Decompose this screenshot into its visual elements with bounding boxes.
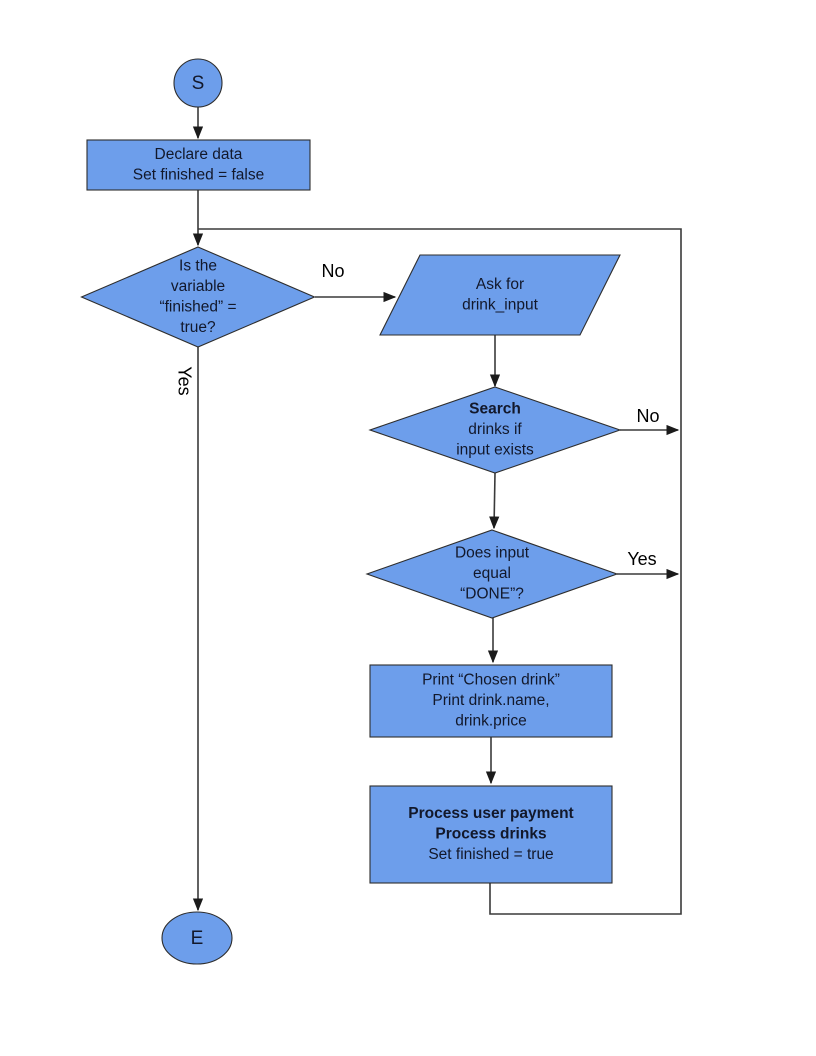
shape-rect-process-payment <box>369 785 613 884</box>
edge-label-label-no-finished: No <box>321 261 344 281</box>
node-text-process-payment-line-3: Set finished = true <box>428 846 553 863</box>
edge-label-label-yes-finished: Yes <box>174 366 194 395</box>
edge-payment-loopback <box>198 228 682 915</box>
node-text-check-done-line-3: “DONE”? <box>460 586 524 603</box>
edge-search-to-done <box>489 472 500 530</box>
node-text-process-payment-line-1: Process user payment <box>408 805 573 822</box>
node-text-process-payment-line-2: Process drinks <box>435 826 546 843</box>
node-ask-input[interactable]: Ask for drink_input <box>379 254 621 336</box>
node-label-end: E <box>191 928 204 949</box>
edge-label-label-yes-done: Yes <box>627 549 656 569</box>
node-end[interactable]: E <box>161 911 233 965</box>
node-text-ask-input-line-1: Ask for <box>476 276 524 293</box>
node-text-declare-line-1: Declare data <box>155 146 243 163</box>
shape-diamond-search-drinks <box>368 386 622 474</box>
node-text-check-finished-line-2: variable <box>171 278 225 295</box>
node-text-search-drinks-line-3: input exists <box>456 442 534 459</box>
edge-label-label-no-search: No <box>636 406 659 426</box>
node-text-search-drinks-line-2: drinks if <box>468 421 522 438</box>
node-text-check-finished-line-4: true? <box>180 319 216 336</box>
node-check-done[interactable]: Does input equal “DONE”? <box>365 529 619 619</box>
shape-rect-print-drink <box>369 664 613 738</box>
node-text-print-drink-line-3: drink.price <box>455 713 527 730</box>
node-text-search-drinks-line-1: Search <box>469 401 521 418</box>
node-text-print-drink-line-1: Print “Chosen drink” <box>422 672 560 689</box>
node-text-print-drink-line-2: Print drink.name, <box>432 692 549 709</box>
edges-layer <box>192 107 682 915</box>
shape-ellipse-end <box>161 911 233 965</box>
shape-diamond-check-done <box>365 529 619 619</box>
shape-ellipse-start <box>173 58 223 108</box>
shape-parallelogram-ask-input <box>379 254 621 336</box>
shape-diamond-check-finished <box>80 246 316 348</box>
node-text-check-done-line-2: equal <box>473 565 511 582</box>
node-label-start: S <box>192 73 205 94</box>
node-search-drinks[interactable]: Search drinks if input exists <box>368 386 622 474</box>
node-print-drink[interactable]: Print “Chosen drink” Print drink.name, dri… <box>369 664 613 738</box>
node-start[interactable]: S <box>173 58 223 108</box>
node-text-declare-line-2: Set finished = false <box>133 166 264 183</box>
shape-rect-declare <box>86 139 311 191</box>
node-check-finished[interactable]: Is the variable “finished” = true? <box>80 246 316 348</box>
node-text-check-finished-line-3: “finished” = <box>159 298 236 315</box>
node-text-ask-input-line-2: drink_input <box>462 296 539 313</box>
node-text-check-done-line-1: Does input <box>455 545 530 562</box>
node-text-check-finished-line-1: Is the <box>179 257 217 274</box>
